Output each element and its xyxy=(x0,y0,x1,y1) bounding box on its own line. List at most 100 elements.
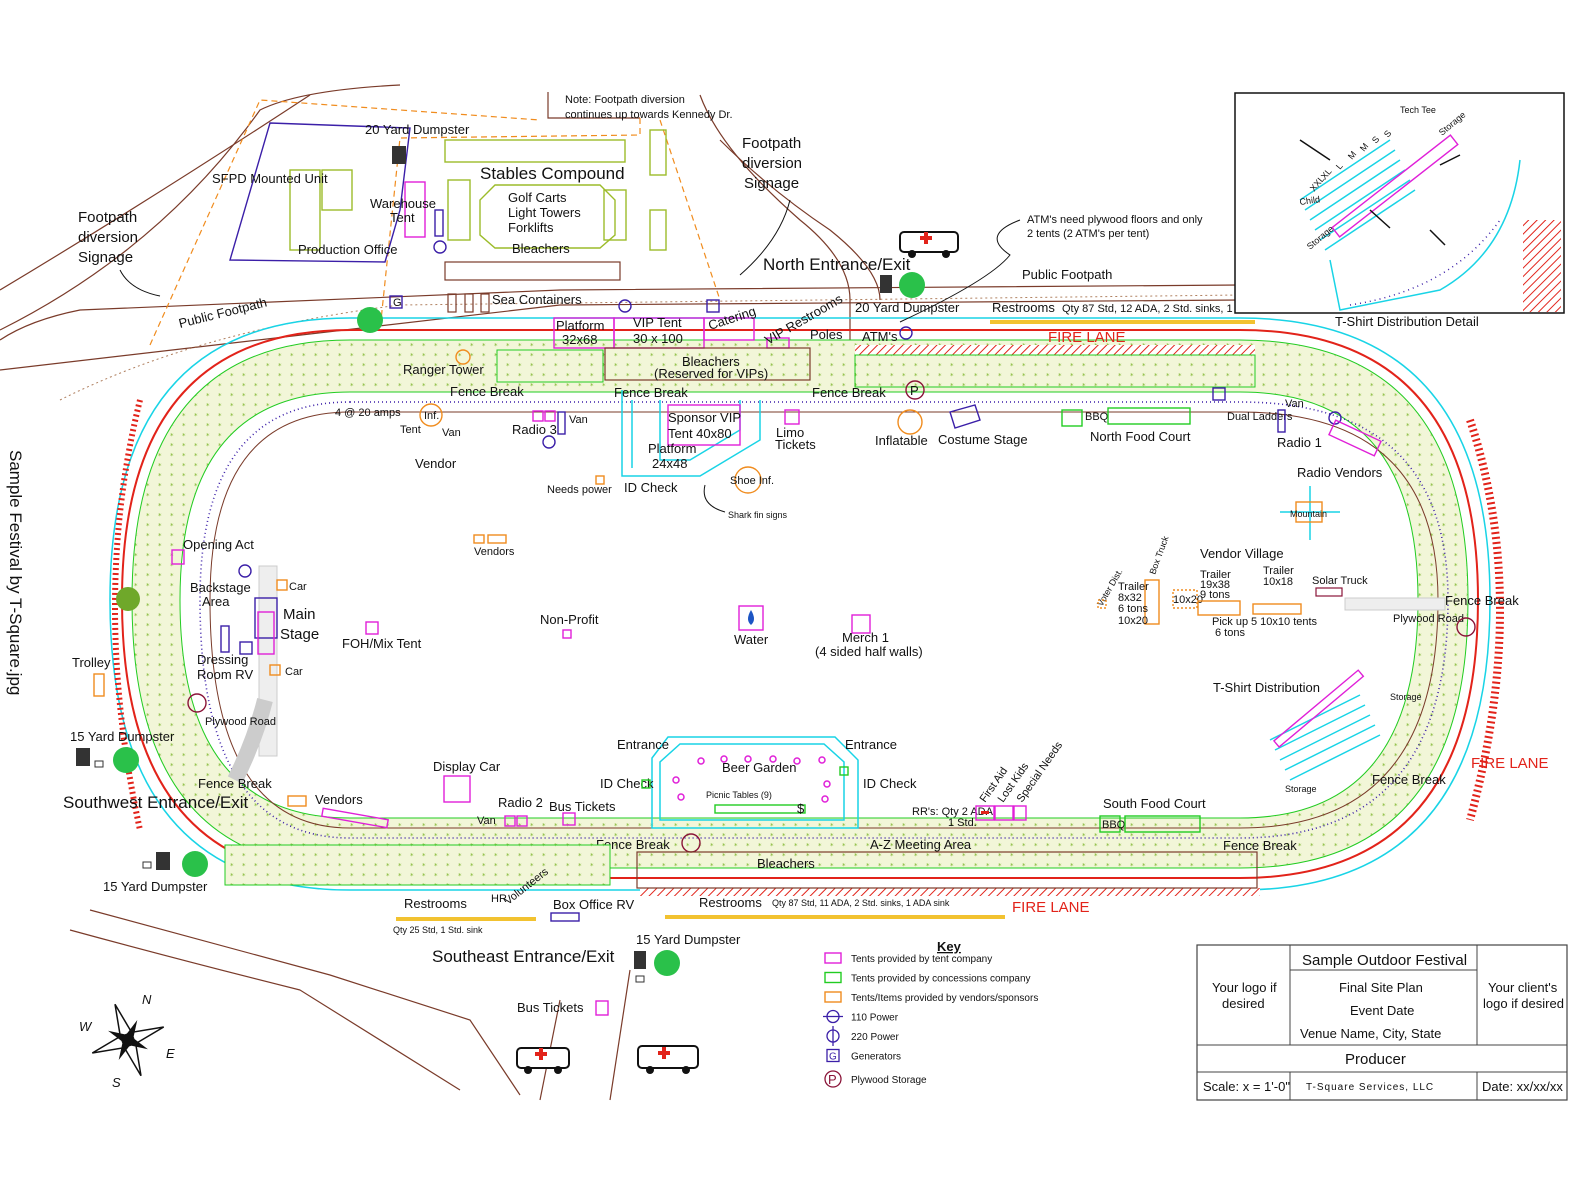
fire-lane-east: FIRE LANE xyxy=(1471,755,1549,772)
restrooms-south-qty: Qty 87 Std, 11 ADA, 2 Std. sinks, 1 ADA … xyxy=(772,898,950,908)
fence-break-2: Fence Break xyxy=(614,385,688,400)
svg-text:ATM's need plywood floors and: ATM's need plywood floors and only xyxy=(1027,214,1203,226)
vendors-mid-label: Vendors xyxy=(474,546,515,558)
lost-kids-box xyxy=(994,805,1014,821)
car-label-2: Car xyxy=(285,666,303,678)
water-label: Water xyxy=(734,632,769,647)
ranger-tower-icon xyxy=(455,349,471,365)
beer-garden-label: Beer Garden xyxy=(722,760,796,775)
key-label: Generators xyxy=(851,1052,901,1063)
south-west-grass xyxy=(224,844,611,886)
restrooms-sw-label: Restrooms xyxy=(404,896,467,911)
logo-left-2: desired xyxy=(1222,996,1265,1011)
recycle-south xyxy=(654,950,680,976)
svg-text:logo if desired: logo if desired xyxy=(1483,996,1564,1011)
food-south-1 xyxy=(1099,815,1121,833)
hr-label: HR xyxy=(491,893,507,905)
north-entrance-label: North Entrance/Exit xyxy=(763,255,911,274)
tb-scale: Scale: x = 1'-0" xyxy=(1203,1079,1290,1094)
platform-2448-1: Platform xyxy=(648,441,696,456)
svg-text:Warehouse: Warehouse xyxy=(370,196,436,211)
roads xyxy=(0,84,1241,1101)
generator-icon: G xyxy=(826,1048,840,1063)
vendors-sw-row xyxy=(320,807,390,829)
dumpster-15-west-label: 15 Yard Dumpster xyxy=(70,729,175,744)
svg-text:desired: desired xyxy=(1222,996,1265,1011)
ambulance-north-icon xyxy=(899,231,959,258)
atm-note-2: 2 tents (2 ATM's per tent) xyxy=(1027,228,1149,240)
fence-break-south-r: Fence Break xyxy=(1223,838,1297,853)
vip-area xyxy=(496,317,1256,388)
dollar-label: $ xyxy=(797,801,805,816)
pickup-2: 6 tons xyxy=(1215,627,1245,639)
plywood-road-east xyxy=(1344,597,1446,611)
signage-left-1: Footpath xyxy=(78,209,137,226)
svg-text:Stage: Stage xyxy=(280,626,319,643)
id-check-left-box xyxy=(641,779,651,789)
needs-power-box xyxy=(595,475,605,485)
svg-text:9 tons: 9 tons xyxy=(1200,589,1230,601)
power-220-west xyxy=(238,564,252,578)
svg-text:Forklifts: Forklifts xyxy=(508,220,554,235)
fire-lane-north-hatch xyxy=(855,345,1255,355)
platform-2448-2: 24x48 xyxy=(652,456,687,471)
dressing-2: Room RV xyxy=(197,667,253,682)
svg-text:Pick up: Pick up xyxy=(1212,616,1248,628)
trolley-box xyxy=(93,673,105,697)
svg-text:Platform: Platform xyxy=(648,441,696,456)
compass-n: N xyxy=(142,992,152,1007)
svg-text:(4 sided half walls): (4 sided half walls) xyxy=(815,644,923,659)
platform-3268-1: Platform xyxy=(556,318,604,333)
logo-right-2: logo if desired xyxy=(1483,996,1564,1011)
signage-top-3: Signage xyxy=(744,175,799,192)
recycle-north xyxy=(899,272,925,298)
grass-ring xyxy=(131,339,1469,869)
trolley-label: Trolley xyxy=(72,655,111,670)
costume-stage-label: Costume Stage xyxy=(938,432,1028,447)
tb-date: Date: xx/xx/xx xyxy=(1482,1079,1563,1094)
production-office-label: Production Office xyxy=(298,242,397,257)
van-east: Van xyxy=(1285,398,1304,410)
dumpster-15-south-label: 15 Yard Dumpster xyxy=(636,932,741,947)
logo-left-1: Your logo if xyxy=(1212,980,1277,995)
pickup-1: Pick up xyxy=(1212,616,1248,628)
merch-1: Merch 1 xyxy=(842,630,889,645)
nonprofit-box xyxy=(562,629,572,639)
radio2-box-2 xyxy=(516,815,528,827)
dumpster-sw-bin xyxy=(142,861,152,869)
svg-text:Golf Carts: Golf Carts xyxy=(508,190,567,205)
power-110-icon xyxy=(823,1009,843,1024)
signage-top-arrow xyxy=(739,199,791,276)
tents-10x10-row xyxy=(1252,603,1302,615)
svg-text:Merch 1: Merch 1 xyxy=(842,630,889,645)
vendors-sw-box xyxy=(287,795,307,807)
tb-producer: Producer xyxy=(1345,1051,1406,1068)
key-item: 220 Power xyxy=(826,1026,899,1046)
van-label-2: Van xyxy=(569,414,588,426)
tshirt-storage-rect xyxy=(1272,669,1365,748)
solar-truck-label: Solar Truck xyxy=(1312,575,1368,587)
fence-break-se: Fence Break xyxy=(1372,772,1446,787)
box-truck-box xyxy=(1144,579,1160,625)
food-north-1 xyxy=(1061,409,1083,427)
vendors-sw-label: Vendors xyxy=(315,792,363,807)
platform-3268-2: 32x68 xyxy=(562,332,597,347)
dual-ladders-label: Dual Ladders xyxy=(1227,411,1293,423)
vip-tent-1: VIP Tent xyxy=(633,315,682,330)
ambulance-south-right-icon xyxy=(637,1045,699,1074)
special-needs-box xyxy=(1013,805,1027,821)
recycle-west xyxy=(113,747,139,773)
svg-text:VIP Tent: VIP Tent xyxy=(633,315,682,330)
voter-box xyxy=(1097,599,1107,609)
sea-container-1 xyxy=(447,293,457,313)
power-220-icon xyxy=(826,1026,840,1046)
sfpd-label: SFPD Mounted Unit xyxy=(212,171,328,186)
side-caption: Sample Festival by T-Square.jpg xyxy=(6,450,25,695)
mountain-cross xyxy=(1280,486,1340,540)
inf-circle xyxy=(419,403,443,427)
costume-stage-shape xyxy=(949,404,981,429)
main-stage-box xyxy=(254,597,278,639)
merch-2: (4 sided half walls) xyxy=(815,644,923,659)
svg-text:Tent 40x80: Tent 40x80 xyxy=(668,426,732,441)
